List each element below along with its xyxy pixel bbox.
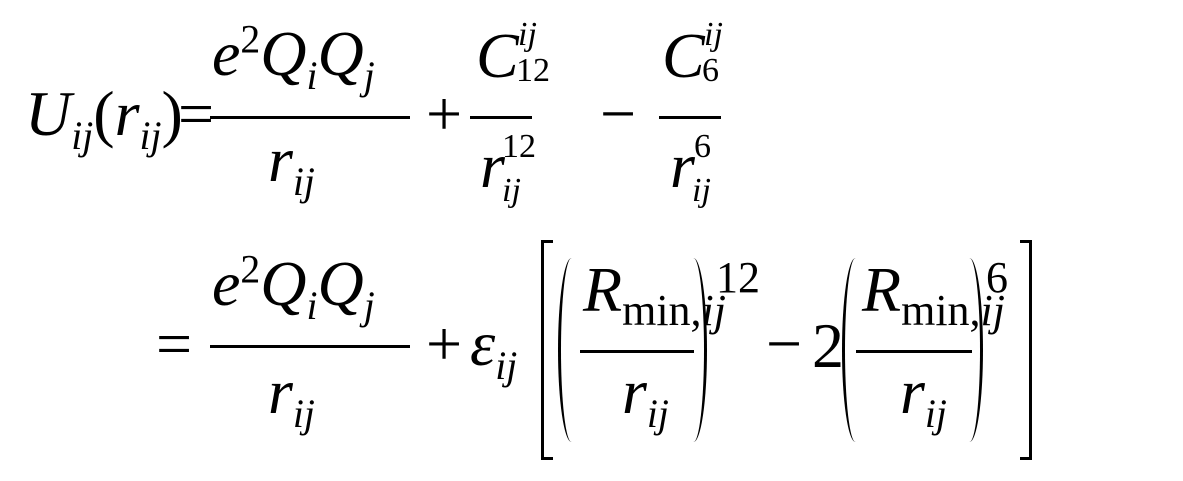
subscript-6: 6	[702, 52, 719, 89]
subscript-ij: ij	[692, 172, 711, 209]
subscript-i: i	[306, 283, 318, 328]
rmin-denominator: rij	[622, 360, 669, 434]
rmin-denominator: rij	[900, 360, 947, 434]
symbol-C: C	[476, 20, 519, 91]
symbol-Q: Q	[317, 18, 364, 89]
symbol-r: r	[268, 124, 293, 195]
superscript-12: 12	[502, 128, 536, 165]
paren-open: (	[93, 78, 115, 149]
symbol-R: R	[583, 254, 623, 325]
subscript-ij: ij	[502, 172, 521, 209]
symbol-Q: Q	[260, 248, 307, 319]
fraction-bar	[470, 116, 532, 119]
subscript-ij: ij	[495, 343, 518, 388]
symbol-R: R	[862, 254, 902, 325]
right-square-bracket	[1020, 240, 1032, 460]
symbol-C: C	[662, 20, 705, 91]
symbol-epsilon: ε	[470, 308, 496, 379]
exponent-12: 12	[716, 253, 760, 302]
fraction-bar	[210, 116, 410, 119]
symbol-r: r	[114, 78, 140, 149]
superscript-ij: ij	[518, 16, 537, 53]
equals-sign: =	[178, 78, 215, 149]
subscript-ij: ij	[924, 391, 947, 436]
lhs-potential: Uij(rij)	[25, 82, 183, 156]
coulomb-denominator: rij	[268, 360, 315, 434]
fraction-bar	[580, 350, 694, 353]
subscript-i: i	[306, 53, 318, 98]
c6-denominator: r ij 6	[670, 130, 711, 208]
coulomb-denominator: rij	[268, 128, 315, 202]
exponent-6: 6	[986, 253, 1008, 302]
c12-numerator: C ij 12	[476, 18, 550, 88]
symbol-r: r	[622, 356, 647, 427]
superscript-6: 6	[694, 128, 711, 165]
coulomb-numerator: e2QiQj	[212, 20, 375, 96]
equals-sign: =	[156, 308, 193, 379]
subscript-ij: ij	[139, 113, 162, 158]
plus-sign: +	[426, 78, 463, 149]
c12-denominator: r ij 12	[480, 130, 536, 208]
symbol-Q: Q	[317, 248, 364, 319]
superscript-2: 2	[240, 17, 261, 62]
right-paren	[956, 258, 983, 442]
symbol-U: U	[25, 78, 72, 149]
subscript-ij: ij	[292, 391, 315, 436]
symbol-r: r	[900, 356, 925, 427]
fraction-bar	[210, 345, 410, 348]
subscript-12: 12	[516, 52, 550, 89]
c6-numerator: C ij 6	[662, 18, 723, 88]
symbol-e: e	[212, 18, 241, 89]
left-paren	[558, 258, 585, 442]
subscript-j: j	[363, 53, 375, 98]
symbol-e: e	[212, 248, 241, 319]
plus-sign: +	[426, 308, 463, 379]
symbol-Q: Q	[260, 18, 307, 89]
right-paren	[680, 258, 707, 442]
minus-sign: −	[600, 78, 637, 149]
paren-close: )	[161, 78, 183, 149]
subscript-ij: ij	[646, 391, 669, 436]
symbol-r: r	[268, 356, 293, 427]
minus-sign: −	[766, 308, 803, 379]
epsilon-term: εij	[470, 312, 517, 386]
rmin-numerator: Rmin,ij	[862, 258, 1005, 333]
symbol-r: r	[480, 130, 505, 201]
fraction-bar	[856, 350, 972, 353]
left-paren	[842, 258, 869, 442]
coefficient-2: 2	[812, 310, 844, 381]
fraction-bar	[659, 116, 721, 119]
subscript-ij: ij	[292, 159, 315, 204]
subscript-ij: ij	[71, 113, 94, 158]
superscript-ij: ij	[704, 16, 723, 53]
left-square-bracket	[541, 240, 553, 460]
subscript-ij: ij	[980, 286, 1005, 335]
subscript-j: j	[363, 283, 375, 328]
coulomb-numerator: e2QiQj	[212, 250, 375, 326]
superscript-2: 2	[240, 247, 261, 292]
symbol-r: r	[670, 130, 695, 201]
